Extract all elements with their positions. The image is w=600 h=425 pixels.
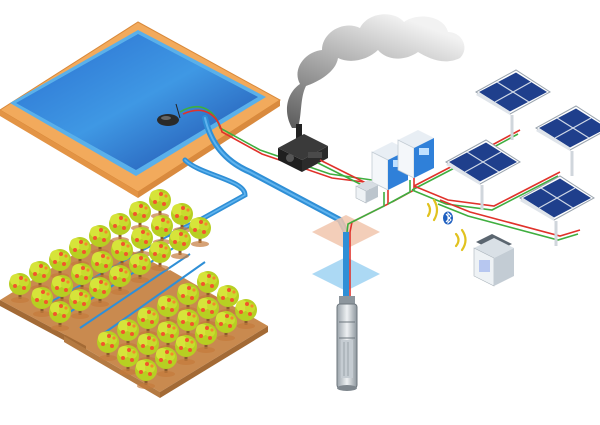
float-switch-icon <box>157 103 181 126</box>
borehole-icon <box>312 215 380 300</box>
submersible-pump-icon <box>336 296 358 391</box>
water-reservoir-icon <box>0 21 281 198</box>
diesel-generator-icon <box>278 124 328 172</box>
orchard-icon <box>0 189 268 398</box>
bluetooth-icon <box>443 211 453 225</box>
float-switch-cable <box>179 106 373 184</box>
remote-monitor-icon <box>473 234 514 287</box>
exhaust-smoke <box>286 14 465 129</box>
junction-box-icon <box>355 180 378 204</box>
solar-panel-icon <box>445 69 600 246</box>
pump-controller-icon <box>371 130 434 191</box>
wireless-signal-icon <box>426 198 467 252</box>
water-pipe <box>167 115 349 303</box>
